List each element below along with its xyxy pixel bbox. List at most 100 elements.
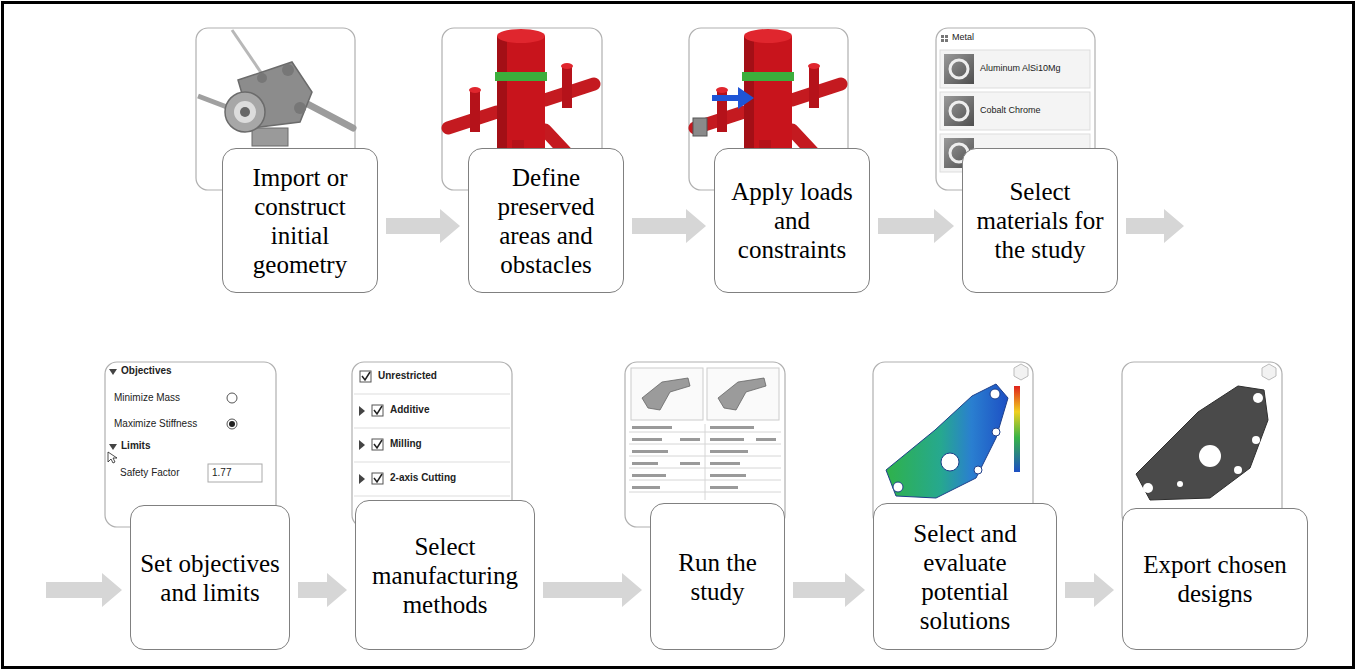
plate-thumbnail <box>1143 483 1153 493</box>
ui-label: Unrestricted <box>378 370 437 382</box>
step-box: Select materials for the study <box>962 148 1118 293</box>
step-text: Define preserved areas and obstacles <box>477 163 615 279</box>
step-text: Import or construct initial geometry <box>231 163 369 279</box>
results-table-thumbnail <box>718 378 766 410</box>
ui-label: 1.77 <box>212 467 231 479</box>
plate-thumbnail <box>1253 393 1263 403</box>
objectives-thumbnail <box>105 362 276 527</box>
manufacturing-thumbnail <box>359 440 365 450</box>
ui-label: Metal <box>952 32 974 43</box>
manufacturing-thumbnail <box>354 462 510 463</box>
materials-thumbnail <box>950 60 968 78</box>
materials-thumbnail <box>945 35 948 38</box>
results-table-thumbnail <box>629 424 781 500</box>
manufacturing-thumbnail <box>372 439 383 450</box>
results-table-thumbnail <box>632 426 672 429</box>
results-table-thumbnail <box>632 474 666 477</box>
flow-arrow <box>386 209 460 243</box>
results-table-thumbnail <box>632 438 662 441</box>
stress-plot-thumbnail <box>992 428 1000 436</box>
loads-thumbnail <box>693 118 707 136</box>
pipes-thumbnail <box>497 36 507 148</box>
flow-arrow <box>298 573 347 607</box>
ui-label: Minimize Mass <box>114 392 180 404</box>
flow-arrow <box>878 209 954 243</box>
results-table-thumbnail <box>710 426 754 429</box>
materials-thumbnail <box>940 50 1090 88</box>
materials-thumbnail <box>940 92 1090 130</box>
plate-thumbnail <box>1122 362 1282 527</box>
results-table-thumbnail <box>632 486 660 489</box>
linkage-thumbnail <box>252 128 288 146</box>
pipes-thumbnail <box>495 72 547 81</box>
step-box: Select manufacturing methods <box>355 500 535 650</box>
manufacturing-thumbnail <box>374 474 382 482</box>
pipes-thumbnail <box>562 66 572 108</box>
manufacturing-thumbnail <box>374 440 382 448</box>
objectives-thumbnail <box>208 464 262 482</box>
objectives-thumbnail <box>227 419 237 429</box>
results-table-thumbnail <box>642 378 690 410</box>
plate-thumbnail <box>1136 386 1268 500</box>
stress-plot-thumbnail <box>1014 386 1020 472</box>
objectives-thumbnail <box>105 362 276 527</box>
results-table-thumbnail <box>631 368 703 420</box>
ui-label: Aluminum AlSi10Mg <box>980 63 1061 74</box>
pipes-thumbnail <box>497 36 545 148</box>
step-box: Set objectives and limits <box>130 505 290 650</box>
objectives-thumbnail <box>229 421 235 427</box>
pipes-thumbnail <box>469 87 481 93</box>
objectives-thumbnail <box>227 393 237 403</box>
manufacturing-thumbnail <box>374 406 382 414</box>
manufacturing-thumbnail <box>359 406 365 416</box>
results-table-thumbnail <box>680 438 700 441</box>
manufacturing-thumbnail <box>354 394 510 395</box>
pipes-thumbnail <box>470 90 480 132</box>
results-table-thumbnail <box>710 486 738 489</box>
linkage-thumbnail <box>240 107 250 117</box>
stress-plot-thumbnail <box>974 466 982 474</box>
stress-plot-thumbnail <box>1014 364 1028 380</box>
plate-thumbnail <box>1252 436 1260 444</box>
manufacturing-thumbnail <box>359 474 365 484</box>
manufacturing-thumbnail <box>372 405 383 416</box>
results-table-thumbnail <box>680 462 700 465</box>
flow-arrow <box>793 573 865 607</box>
step-box: Apply loads and constraints <box>714 148 870 293</box>
linkage-thumbnail <box>294 102 306 114</box>
stress-plot-thumbnail <box>941 453 959 471</box>
results-table-thumbnail <box>756 438 776 441</box>
results-table-thumbnail <box>710 450 748 453</box>
results-table-thumbnail <box>710 462 740 465</box>
materials-thumbnail <box>945 39 948 42</box>
stress-plot-thumbnail <box>893 482 903 492</box>
ui-label: Safety Factor <box>120 467 179 479</box>
step-box: Run the study <box>650 503 785 650</box>
pipes-thumbnail <box>561 63 573 69</box>
materials-thumbnail <box>941 35 944 38</box>
results-table-thumbnail <box>710 438 744 441</box>
linkage-thumbnail <box>225 92 265 132</box>
manufacturing-thumbnail <box>372 473 383 484</box>
step-text: Export chosen designs <box>1131 550 1299 608</box>
materials-thumbnail <box>944 96 974 126</box>
objectives-thumbnail <box>109 369 117 375</box>
materials-thumbnail <box>941 39 944 42</box>
linkage-thumbnail <box>300 100 353 128</box>
results-table-thumbnail <box>707 368 779 420</box>
results-table-thumbnail <box>705 424 706 500</box>
stress-plot-thumbnail <box>886 384 1008 498</box>
manufacturing-thumbnail <box>362 372 370 380</box>
plate-thumbnail <box>1234 466 1242 474</box>
ui-label: Objectives <box>121 365 172 377</box>
step-text: Apply loads and constraints <box>723 177 861 264</box>
materials-thumbnail <box>944 54 974 84</box>
ui-label: Limits <box>121 440 150 452</box>
step-box: Select and evaluate potential solutions <box>873 503 1057 650</box>
linkage-thumbnail <box>232 30 262 74</box>
linkage-thumbnail <box>282 64 294 76</box>
objectives-thumbnail <box>108 452 117 463</box>
flow-arrow <box>1065 573 1114 607</box>
step-text: Run the study <box>659 548 776 606</box>
